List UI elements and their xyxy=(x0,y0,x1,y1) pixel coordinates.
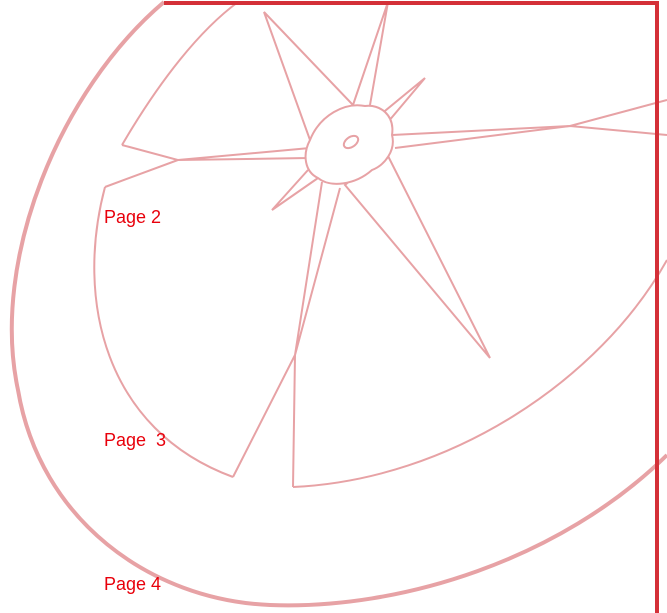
ray-south-east xyxy=(345,150,490,358)
inner-ring-right xyxy=(293,260,667,487)
ray-east-lower xyxy=(395,126,667,148)
outer-arc xyxy=(12,2,667,605)
page-4-link[interactable]: Page 4 xyxy=(104,574,161,594)
page-2-link[interactable]: Page 2 xyxy=(104,207,161,227)
ray-north-thin xyxy=(353,2,388,105)
ray-east xyxy=(392,100,667,135)
ray-west xyxy=(178,148,310,160)
compass-hub xyxy=(306,105,393,184)
sector-left-top xyxy=(105,145,178,187)
page-3-link[interactable]: Page 3 xyxy=(104,430,166,450)
ray-south-west-small xyxy=(272,170,318,210)
sector-bottom xyxy=(233,355,295,487)
ray-south xyxy=(295,182,340,355)
